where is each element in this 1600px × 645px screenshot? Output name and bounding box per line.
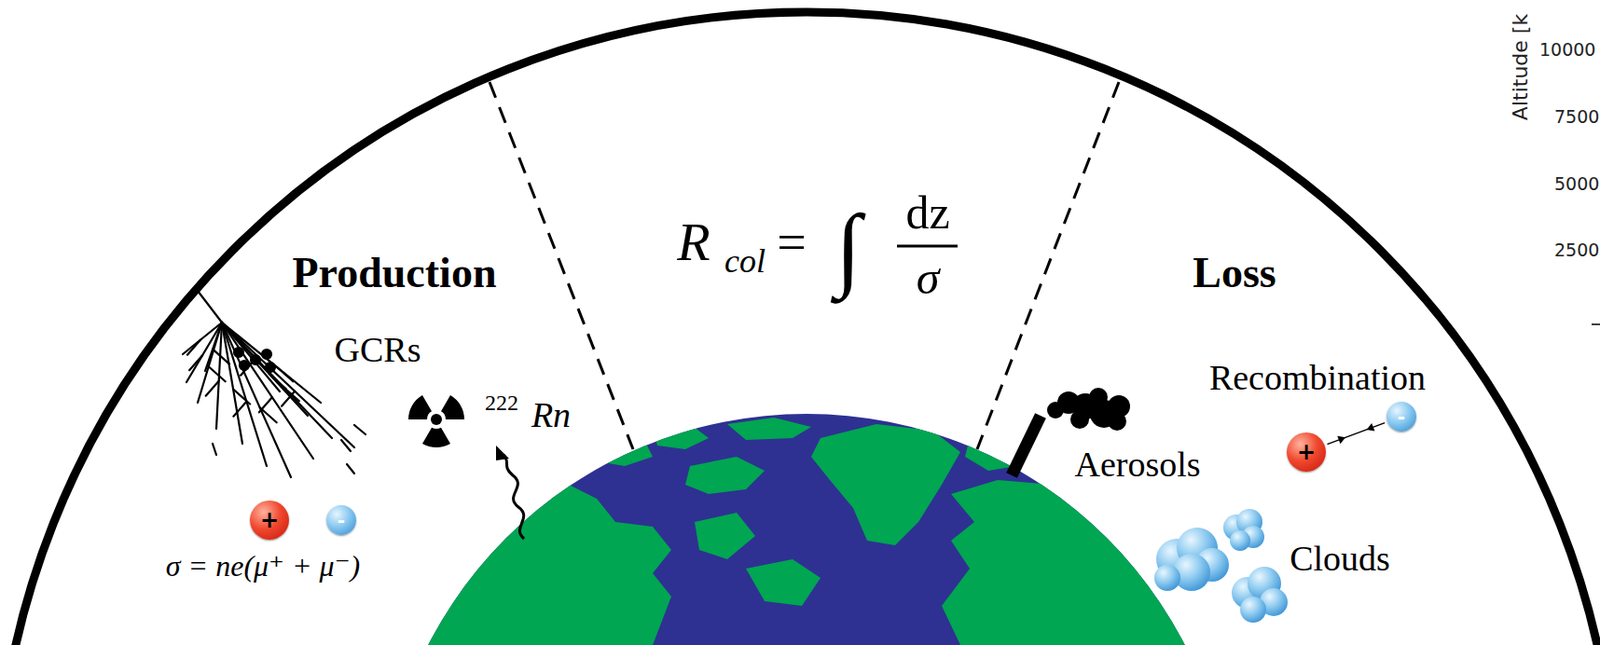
fraction-bar bbox=[896, 245, 958, 249]
ion-sign: - bbox=[337, 510, 345, 530]
sector-divider bbox=[977, 82, 1119, 450]
arrowhead bbox=[1337, 436, 1346, 445]
tick-label: 7500 bbox=[1554, 108, 1600, 126]
source-label: GCRs bbox=[334, 331, 422, 368]
formula-symbol: = bbox=[776, 216, 807, 269]
cosmic-ray-shower bbox=[182, 290, 366, 478]
axis-tick bbox=[1591, 323, 1600, 326]
negative-ion: - bbox=[326, 505, 357, 536]
earth bbox=[372, 413, 1232, 645]
process-label: Clouds bbox=[1289, 540, 1391, 577]
isotope-number: 222 bbox=[484, 391, 519, 414]
trefoil-blade bbox=[422, 427, 451, 448]
recombination-connector bbox=[1326, 423, 1385, 445]
axis-title: Altitude [k bbox=[1510, 13, 1532, 121]
negative-ion: - bbox=[1386, 401, 1417, 432]
ion-sign: + bbox=[1296, 441, 1316, 464]
trefoil-blade bbox=[441, 395, 465, 420]
ion-sign: - bbox=[1397, 407, 1406, 427]
ion-sign: + bbox=[260, 509, 279, 532]
section-heading: Loss bbox=[1192, 251, 1276, 295]
formula-symbol: dz bbox=[905, 189, 950, 236]
tick-label: 2500 bbox=[1554, 241, 1600, 260]
positive-ion: + bbox=[249, 500, 290, 540]
conductivity-formula: σ = ne(μ⁺ + μ⁻) bbox=[165, 551, 360, 581]
process-label: Recombination bbox=[1209, 359, 1426, 396]
formula-symbol: σ bbox=[916, 254, 940, 302]
formula-subscript: col bbox=[724, 244, 766, 278]
radon-emission-arrow bbox=[496, 445, 525, 539]
trefoil-blade bbox=[408, 395, 432, 420]
positive-ion: + bbox=[1286, 432, 1326, 472]
tick-label: 5000 bbox=[1554, 175, 1600, 194]
formula-symbol: R bbox=[676, 215, 710, 270]
integral-sign: ∫ bbox=[835, 201, 861, 295]
arrowhead bbox=[1366, 423, 1376, 432]
clouds bbox=[1154, 509, 1288, 623]
isotope-symbol: Rn bbox=[531, 397, 571, 433]
connector-line bbox=[1326, 423, 1385, 445]
section-heading: Production bbox=[292, 251, 497, 295]
tick-label: 10000 bbox=[1539, 41, 1596, 59]
radiation-symbol bbox=[408, 395, 465, 448]
atmosphere-arc bbox=[0, 12, 1600, 645]
process-label: Aerosols bbox=[1074, 446, 1200, 483]
